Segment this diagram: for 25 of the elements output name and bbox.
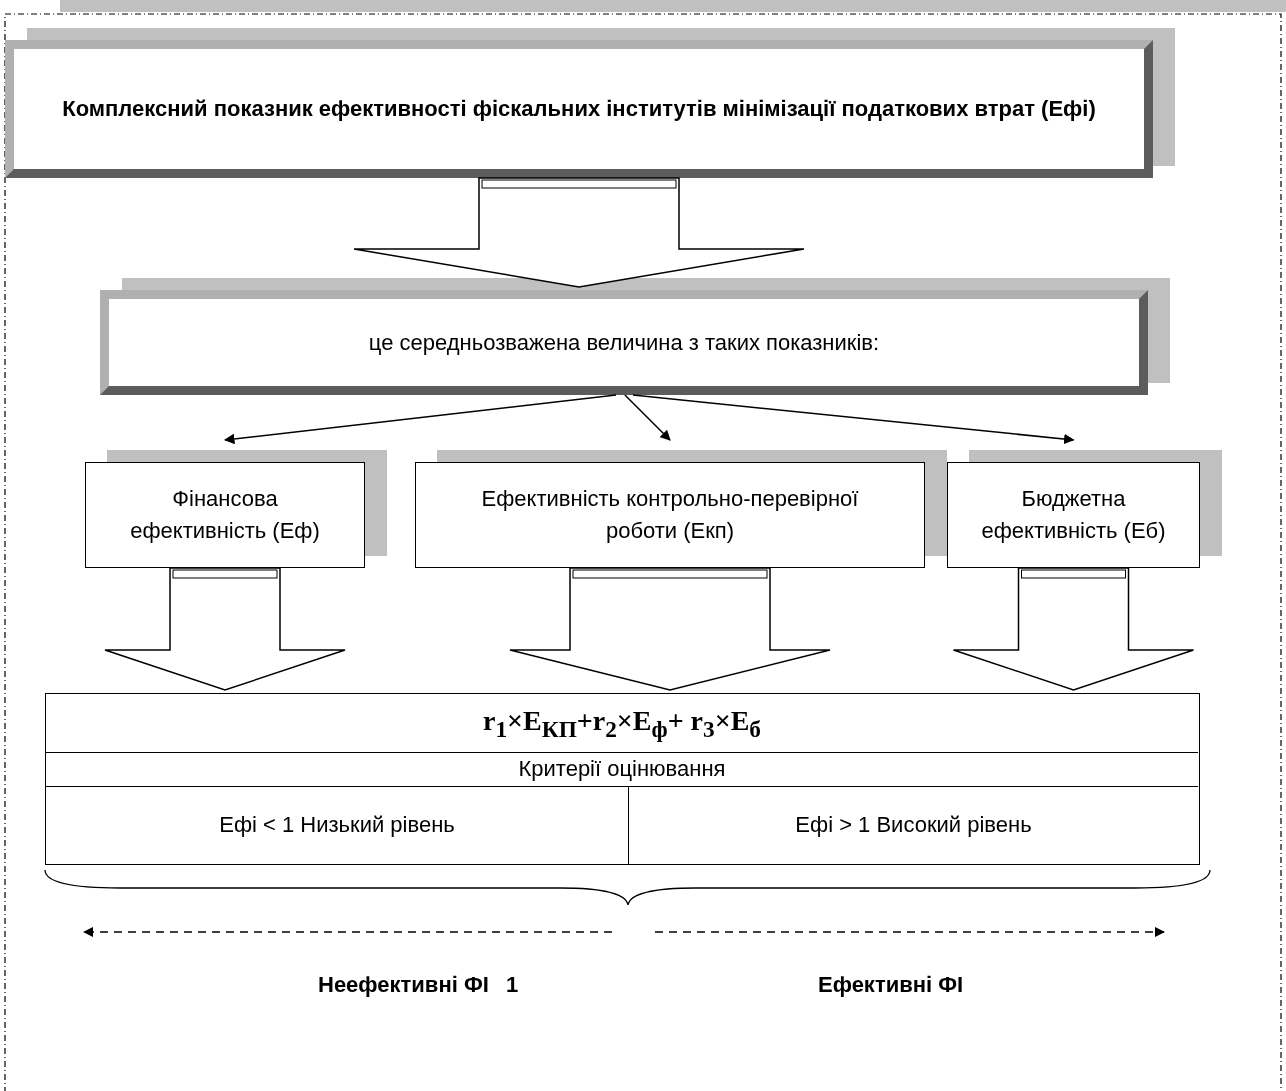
block-arrow — [353, 177, 805, 288]
block-arrow — [952, 567, 1195, 691]
formula-table — [45, 693, 1200, 865]
arrow — [624, 394, 671, 441]
box-text: Бюджетна ефективність (Еб) — [980, 485, 1167, 545]
box-text: це середньозважена величина з таких показників: — [368, 328, 880, 357]
block-arrow — [509, 567, 831, 691]
scale-value: 1 — [506, 972, 519, 998]
table-cell: Ефі > 1 Високий рівень — [795, 811, 1032, 840]
formula-text: r$_{1}$×E$_{КП}$+r$_{2}$×E$_{ф}$+ r$_{3}$×E$_{б}$ — [483, 703, 761, 744]
process-box — [415, 462, 925, 568]
title-text: Комплексний показник ефективності фіскальних інститутів мінімізації податкових втрат (Ефі) — [62, 95, 1096, 124]
table-cell: Ефі < 1 Низький рівень — [219, 811, 455, 840]
box-text: Ефективність контрольно-перевірної роботи (Екп) — [480, 485, 860, 545]
title-box — [5, 40, 1153, 178]
scale-label: Ефективні ФІ — [818, 972, 964, 998]
process-box — [100, 290, 1148, 395]
table-header: Критерії оцінювання — [518, 755, 726, 784]
scale-label: Неефективні ФІ — [318, 972, 489, 998]
block-arrow — [104, 567, 346, 691]
box-text: Фінансова ефективність (Еф) — [129, 485, 321, 545]
process-box — [947, 462, 1200, 568]
arrow — [632, 394, 1075, 445]
process-box — [85, 462, 365, 568]
arrow — [223, 394, 617, 445]
